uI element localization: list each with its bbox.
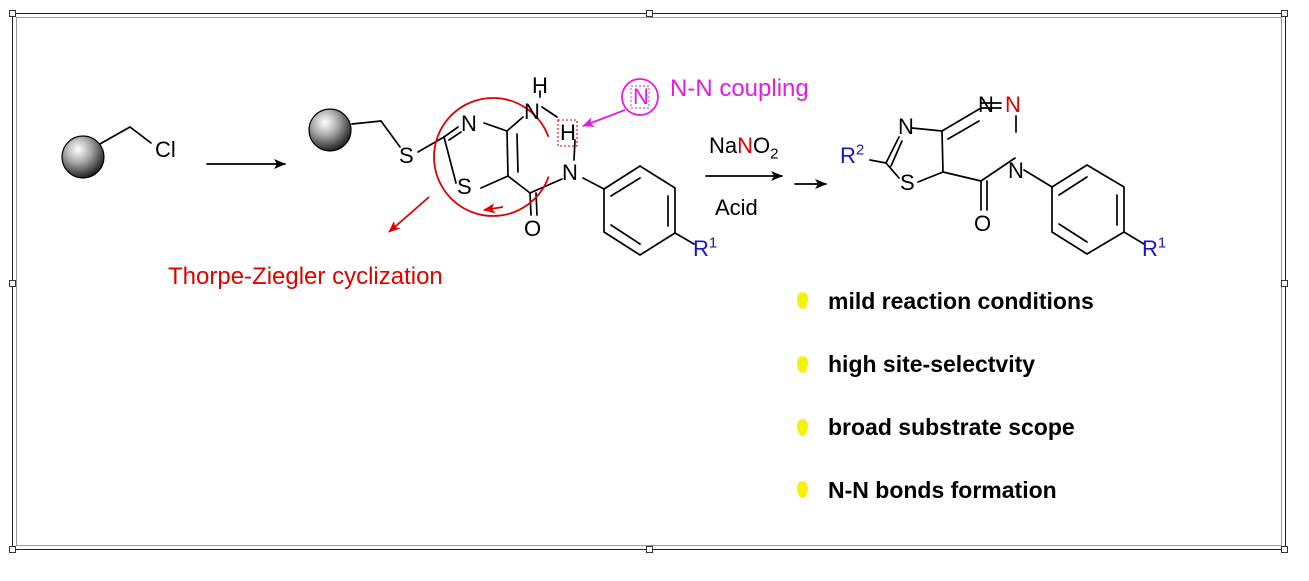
product-n2-label: N — [1005, 92, 1021, 117]
resize-handle-br[interactable] — [1281, 546, 1288, 553]
feature-item: broad substrate scope — [828, 414, 1075, 440]
resize-handle-bm[interactable] — [646, 546, 653, 553]
bullet-icon — [797, 292, 808, 309]
sulfur-linker-label: S — [399, 143, 414, 168]
resize-handle-tl[interactable] — [9, 10, 16, 17]
resize-handle-bl[interactable] — [9, 546, 16, 553]
coupling-arrow — [582, 109, 626, 127]
chlorine-label: Cl — [155, 137, 176, 162]
reagent-acid-label: Acid — [715, 195, 758, 220]
nitrogen-source-circle — [621, 78, 659, 116]
bond-bead-ch2 — [97, 126, 131, 146]
boxed-h-label: H — [560, 120, 576, 145]
resize-handle-ml[interactable] — [9, 280, 16, 287]
amide-n-label: N — [562, 160, 578, 185]
thorpe-arrow — [388, 196, 430, 233]
product-thiazole-s-label: S — [900, 170, 915, 195]
bond-ch2-cl — [129, 126, 152, 144]
amine-n-label: N — [524, 99, 540, 124]
product-r1-label: R1 — [1142, 234, 1167, 261]
product-n1-label: N — [978, 92, 994, 117]
product-carbonyl-o-label: O — [974, 211, 992, 236]
carbonyl-o-label: O — [524, 216, 542, 241]
bullet-icon — [797, 481, 808, 498]
resin-bead-icon — [61, 135, 105, 179]
feature-item: high site-selectvity — [828, 351, 1036, 377]
product-thiazole-n-label: N — [898, 114, 914, 139]
h-highlight-box — [557, 119, 578, 147]
nn-coupling-label: N-N coupling — [670, 75, 809, 102]
bullet-icon — [797, 356, 808, 373]
cyclization-highlight-circle — [433, 97, 553, 217]
r2-substituent-label: R2 — [840, 141, 865, 168]
resin-bead-icon — [308, 108, 352, 152]
thiazole-n-label: N — [461, 111, 477, 136]
r1-substituent-label: R1 — [693, 234, 718, 261]
product-n3-label: N — [1008, 158, 1024, 183]
resize-handle-tr[interactable] — [1281, 10, 1288, 17]
thiazole-s-label: S — [457, 174, 472, 199]
bullet-icon — [797, 419, 808, 436]
nitrogen-source-label: N — [633, 84, 649, 109]
resize-handle-tm[interactable] — [646, 10, 653, 17]
feature-item: mild reaction conditions — [828, 288, 1094, 314]
thorpe-ziegler-label: Thorpe-Ziegler cyclization — [168, 263, 443, 290]
resize-handle-mr[interactable] — [1281, 280, 1288, 287]
amine-h-label: H — [532, 73, 548, 98]
feature-item: N-N bonds formation — [828, 477, 1057, 503]
reagent-nano2-label: NaNO2 — [709, 133, 779, 163]
